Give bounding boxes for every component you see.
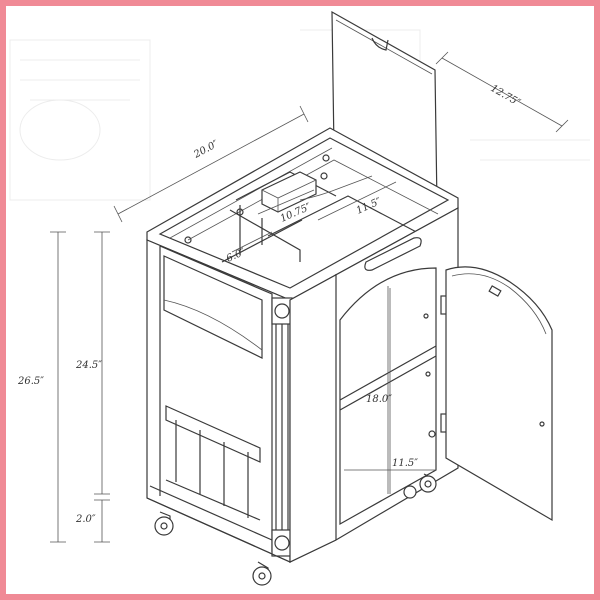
dimension-lines [50,51,569,543]
caster-front-right [252,561,272,586]
dim-wheel-height-label: 2.0″ [75,514,96,525]
open-door [445,266,553,522]
cabinet-top [146,127,459,301]
dim-total-height-label: 26.5″ [17,376,44,387]
dim-cabinet-width-label: 11.5″ [392,458,418,469]
caster-mid [403,485,417,499]
diagram-canvas: 20.0″ 12.75″ 26.5″ 24.5″ 2.0″ 10.75″ 11.… [6,6,594,594]
dim-width-label: 20.0″ [191,139,220,162]
dim-depth-label: 12.75″ [489,83,523,109]
dim-body-height-label: 24.5″ [75,360,102,371]
casters [154,473,437,586]
dim-cabinet-height-label: 18.0″ [366,394,392,405]
cabinet-diagram: 20.0″ 12.75″ 26.5″ 24.5″ 2.0″ 10.75″ 11.… [9,10,590,586]
right-cabinet [289,206,459,563]
caster-front-left [154,511,174,536]
caster-back-right [419,473,437,493]
